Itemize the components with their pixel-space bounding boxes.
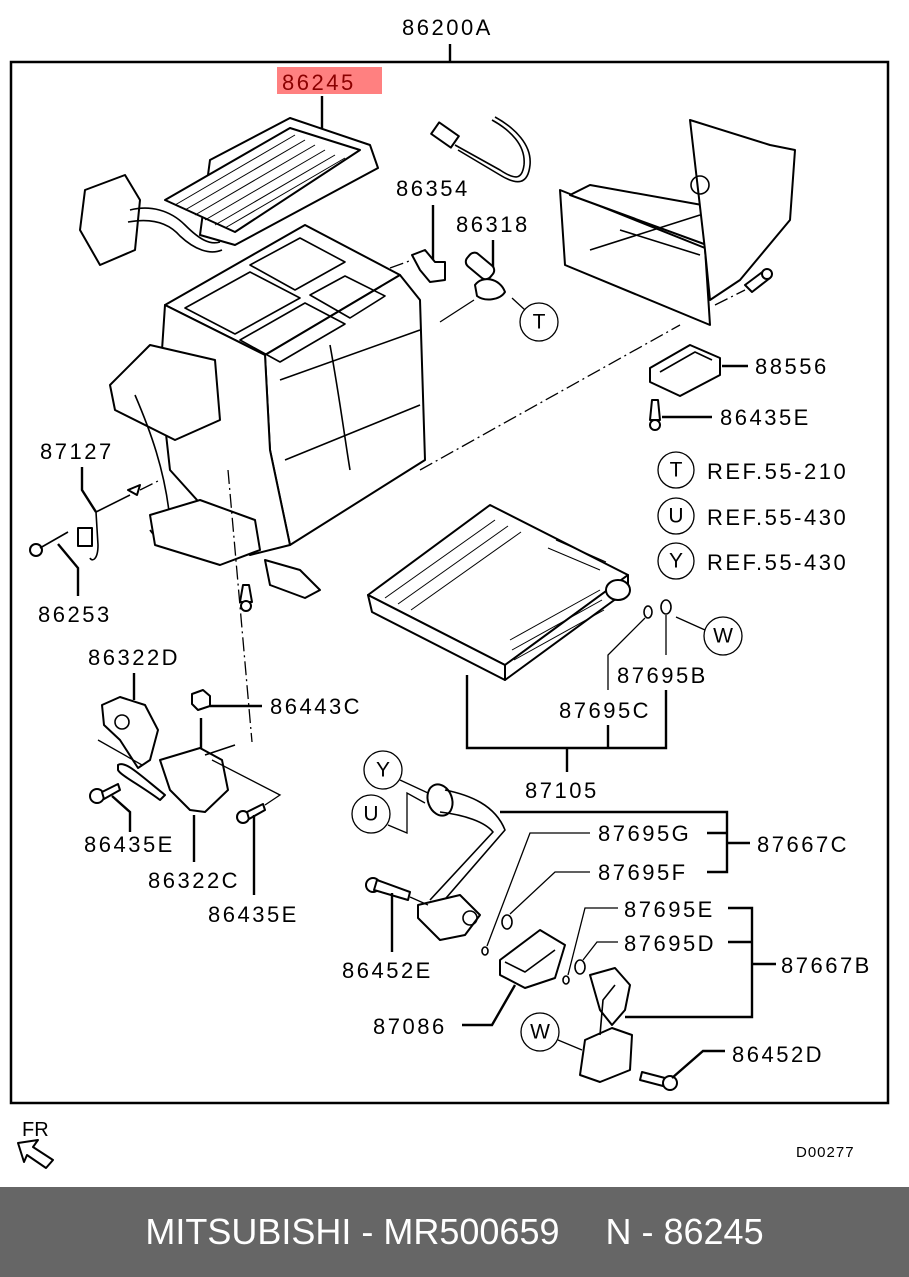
ref-row-Y[interactable]: Y REF.55-430 (657, 542, 848, 580)
bolt-86452D[interactable] (639, 1071, 678, 1091)
screw-86435E-left[interactable] (89, 783, 121, 804)
svg-text:T: T (670, 459, 683, 482)
label-87667B[interactable]: 87667B (781, 953, 872, 978)
hvac-housing[interactable] (109, 224, 426, 599)
label-86443C[interactable]: 86443C (270, 694, 362, 719)
cover-88556[interactable] (649, 344, 721, 397)
drawing-code: D00277 (796, 1144, 855, 1161)
label-87695F[interactable]: 87695F (598, 860, 688, 885)
label-86435E-bottom[interactable]: 86435E (208, 902, 299, 927)
highlight-box-86245 (277, 67, 382, 94)
connector-harness[interactable] (430, 116, 531, 183)
pipe-block-87667B[interactable] (579, 967, 633, 1083)
thermistor-87127[interactable] (77, 484, 141, 561)
svg-text:REF.55-210: REF.55-210 (707, 459, 848, 484)
svg-text:W: W (530, 1021, 550, 1044)
sensor-bracket-86354[interactable] (411, 249, 446, 283)
label-86245-highlighted[interactable]: 86245 (282, 70, 356, 95)
ref-row-U[interactable]: U REF.55-430 (657, 497, 848, 535)
ref-marker-T[interactable]: T (519, 302, 559, 342)
label-86354[interactable]: 86354 (396, 176, 470, 201)
screw-86435E-top[interactable] (649, 399, 661, 431)
actuator-86322D[interactable] (101, 696, 159, 769)
actuator-86322C[interactable] (117, 744, 236, 813)
ref-marker-W-upper[interactable]: W (703, 616, 743, 656)
ref-marker-U[interactable]: U (351, 794, 391, 834)
label-86435E-left[interactable]: 86435E (84, 832, 175, 857)
reference-list: T REF.55-210 U REF.55-430 Y REF.55-430 (657, 451, 848, 580)
blower-case[interactable] (559, 119, 796, 326)
pipe-87667C[interactable] (417, 781, 506, 941)
ref-marker-Y[interactable]: Y (363, 750, 403, 790)
svg-text:Y: Y (669, 550, 683, 573)
front-direction-arrow-icon (17, 1139, 54, 1169)
label-86200A[interactable]: 86200A (402, 15, 493, 40)
footer-bar: MITSUBISHI - MR500659 N - 86245 (0, 1187, 909, 1277)
svg-text:W: W (713, 625, 733, 648)
evaporator-87105[interactable] (367, 504, 631, 681)
o-ring-87695D[interactable] (574, 959, 586, 975)
heater-core-86245[interactable] (79, 117, 379, 266)
o-ring-87695C[interactable] (643, 605, 653, 619)
o-ring-87695G[interactable] (481, 946, 489, 956)
label-87086[interactable]: 87086 (373, 1014, 447, 1039)
svg-text:REF.55-430: REF.55-430 (707, 550, 848, 575)
parts-diagram: 86200A 86245 (9, 15, 890, 1169)
clip-86253[interactable] (29, 531, 69, 557)
screw-blower[interactable] (744, 268, 773, 293)
label-88556[interactable]: 88556 (755, 354, 829, 379)
footer-diagram-reference: N - 86245 (605, 1211, 764, 1252)
ref-row-T[interactable]: T REF.55-210 (657, 451, 848, 489)
label-86322C[interactable]: 86322C (148, 868, 240, 893)
svg-text:U: U (363, 803, 378, 826)
svg-text:Y: Y (376, 759, 390, 782)
label-87695B[interactable]: 87695B (617, 663, 708, 688)
label-86452E[interactable]: 86452E (342, 958, 433, 983)
label-87105[interactable]: 87105 (525, 778, 599, 803)
diagram-frame (9, 60, 890, 1105)
label-86452D[interactable]: 86452D (732, 1042, 824, 1067)
label-87695G[interactable]: 87695G (598, 821, 691, 846)
label-86253[interactable]: 86253 (38, 602, 112, 627)
label-87127[interactable]: 87127 (40, 439, 114, 464)
screw-86435E-bottom[interactable] (236, 803, 266, 824)
clip-86443C[interactable] (191, 689, 211, 711)
o-ring-87695B[interactable] (660, 599, 672, 615)
label-86318[interactable]: 86318 (456, 212, 530, 237)
screw-housing[interactable] (239, 584, 253, 612)
expansion-valve-87086[interactable] (499, 929, 566, 989)
label-87667C[interactable]: 87667C (757, 832, 849, 857)
o-ring-87695F[interactable] (501, 914, 513, 930)
svg-text:U: U (668, 505, 683, 528)
sensor-86318[interactable] (463, 250, 506, 301)
label-87695D[interactable]: 87695D (624, 931, 716, 956)
svg-text:T: T (533, 311, 546, 334)
ref-marker-W-lower[interactable]: W (520, 1012, 560, 1052)
bolt-86452E[interactable] (365, 877, 411, 901)
label-87695E[interactable]: 87695E (624, 897, 715, 922)
label-86322D[interactable]: 86322D (88, 645, 180, 670)
o-ring-87695E[interactable] (562, 975, 570, 985)
direction-label: FR (22, 1119, 49, 1141)
label-87695C[interactable]: 87695C (559, 698, 651, 723)
footer-brand-part-number: MITSUBISHI - MR500659 (145, 1211, 560, 1252)
svg-text:REF.55-430: REF.55-430 (707, 505, 848, 530)
label-86435E-top[interactable]: 86435E (720, 405, 811, 430)
